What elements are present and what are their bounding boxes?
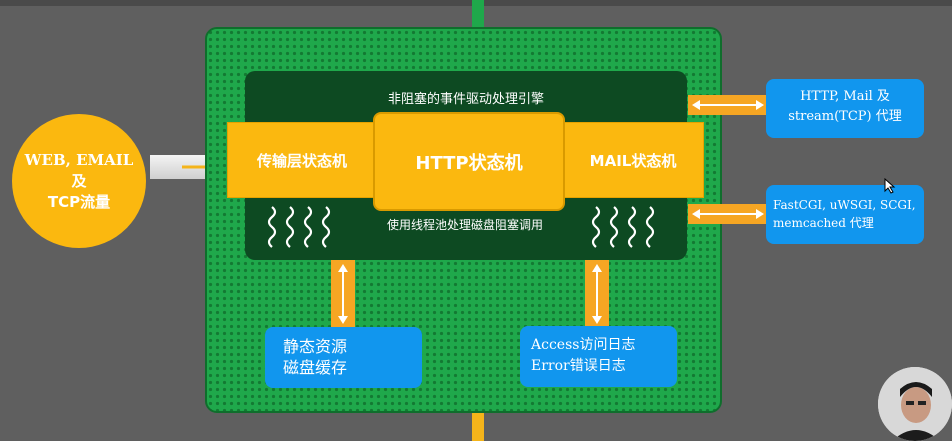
static-cache-line2: 磁盘缓存 [283,358,348,377]
thread-waves-right-icon [591,206,655,248]
event-engine-title: 非阻塞的事件驱动处理引擎 [387,92,544,107]
presenter-face-icon [878,367,952,441]
thread-waves-left-icon [267,206,331,248]
logs-line1: Access访问日志 [531,337,636,353]
http-mail-proxy-line1: HTTP, Mail 及 [800,89,890,104]
http-state-machine: HTTP状态机 [373,112,565,211]
fastcgi-proxy-double-arrow-icon [692,209,764,219]
traffic-input-circle: WEB, EMAIL 及 TCP流量 [12,114,146,248]
http-mail-proxy-box: HTTP, Mail 及 stream(TCP) 代理 [766,79,924,138]
logs-line2: Error错误日志 [531,358,626,374]
mouse-cursor-icon [884,178,896,194]
fastcgi-proxy-line2: memcached 代理 [773,216,874,230]
traffic-input-line2: 及 [71,171,87,190]
traffic-input-line1: WEB, EMAIL [24,150,134,169]
logs-double-arrow-icon [592,264,602,324]
http-mail-proxy-line2: stream(TCP) 代理 [788,109,902,124]
logs-box: Access访问日志 Error错误日志 [520,326,677,387]
bottom-stem [472,412,484,441]
fastcgi-proxy-box: FastCGI, uWSGI, SCGI, memcached 代理 [766,185,924,244]
transport-state-machine: 传输层状态机 [227,122,377,198]
thread-pool-note: 使用线程池处理磁盘阻塞调用 [386,218,543,232]
mail-state-machine: MAIL状态机 [562,122,704,198]
static-cache-box: 静态资源 磁盘缓存 [265,327,422,388]
fastcgi-proxy-line1: FastCGI, uWSGI, SCGI, [773,198,916,212]
presenter-avatar [878,367,952,441]
top-stem [472,0,484,28]
static-double-arrow-icon [338,264,348,324]
static-cache-line1: 静态资源 [283,337,348,356]
traffic-input-line3: TCP流量 [47,192,111,211]
http-proxy-double-arrow-icon [692,100,764,110]
